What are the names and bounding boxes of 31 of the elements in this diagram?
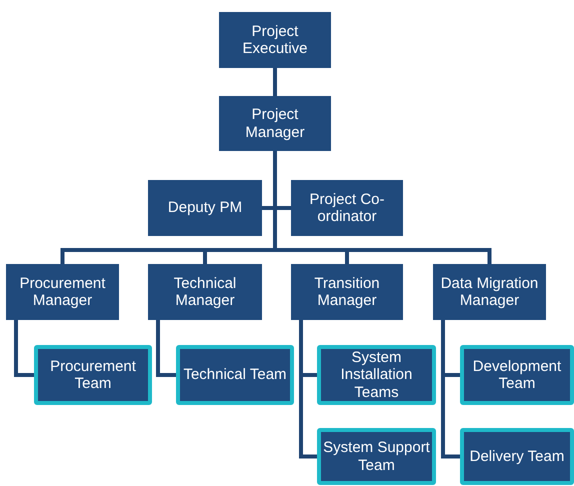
role-title: Transition Manager xyxy=(313,274,381,310)
role-title: Procurement Team xyxy=(49,358,137,392)
role-title: Technical Manager xyxy=(172,274,238,310)
role-title: System Installation Teams xyxy=(340,349,414,401)
role-box xyxy=(433,264,546,320)
team-box xyxy=(34,345,152,405)
team-box xyxy=(460,345,574,405)
role-title: Project Manager xyxy=(244,106,306,141)
connector-line xyxy=(156,320,176,377)
role-box xyxy=(219,12,331,68)
role-title: System Support Team xyxy=(323,439,430,474)
team-box xyxy=(317,345,436,405)
role-title: Data Migration Manager xyxy=(440,274,540,310)
team-box xyxy=(460,428,574,485)
role-title: Deputy PM xyxy=(168,199,242,217)
role-box xyxy=(148,264,262,320)
role-box xyxy=(6,264,119,320)
connector-line xyxy=(14,320,34,377)
role-box xyxy=(291,264,403,320)
role-box xyxy=(291,180,403,236)
team-box xyxy=(317,428,436,485)
team-box xyxy=(176,345,294,405)
connector-line xyxy=(273,68,277,96)
role-title: Project Co-ordinator xyxy=(308,190,386,226)
role-title: Project Executive xyxy=(241,22,309,58)
role-title: Technical Team xyxy=(183,366,287,384)
role-title: Procurement Manager xyxy=(18,274,106,310)
role-box xyxy=(148,180,262,236)
role-title: Delivery Team xyxy=(470,448,564,466)
role-box xyxy=(219,96,331,151)
role-title: Development Team xyxy=(472,358,562,392)
